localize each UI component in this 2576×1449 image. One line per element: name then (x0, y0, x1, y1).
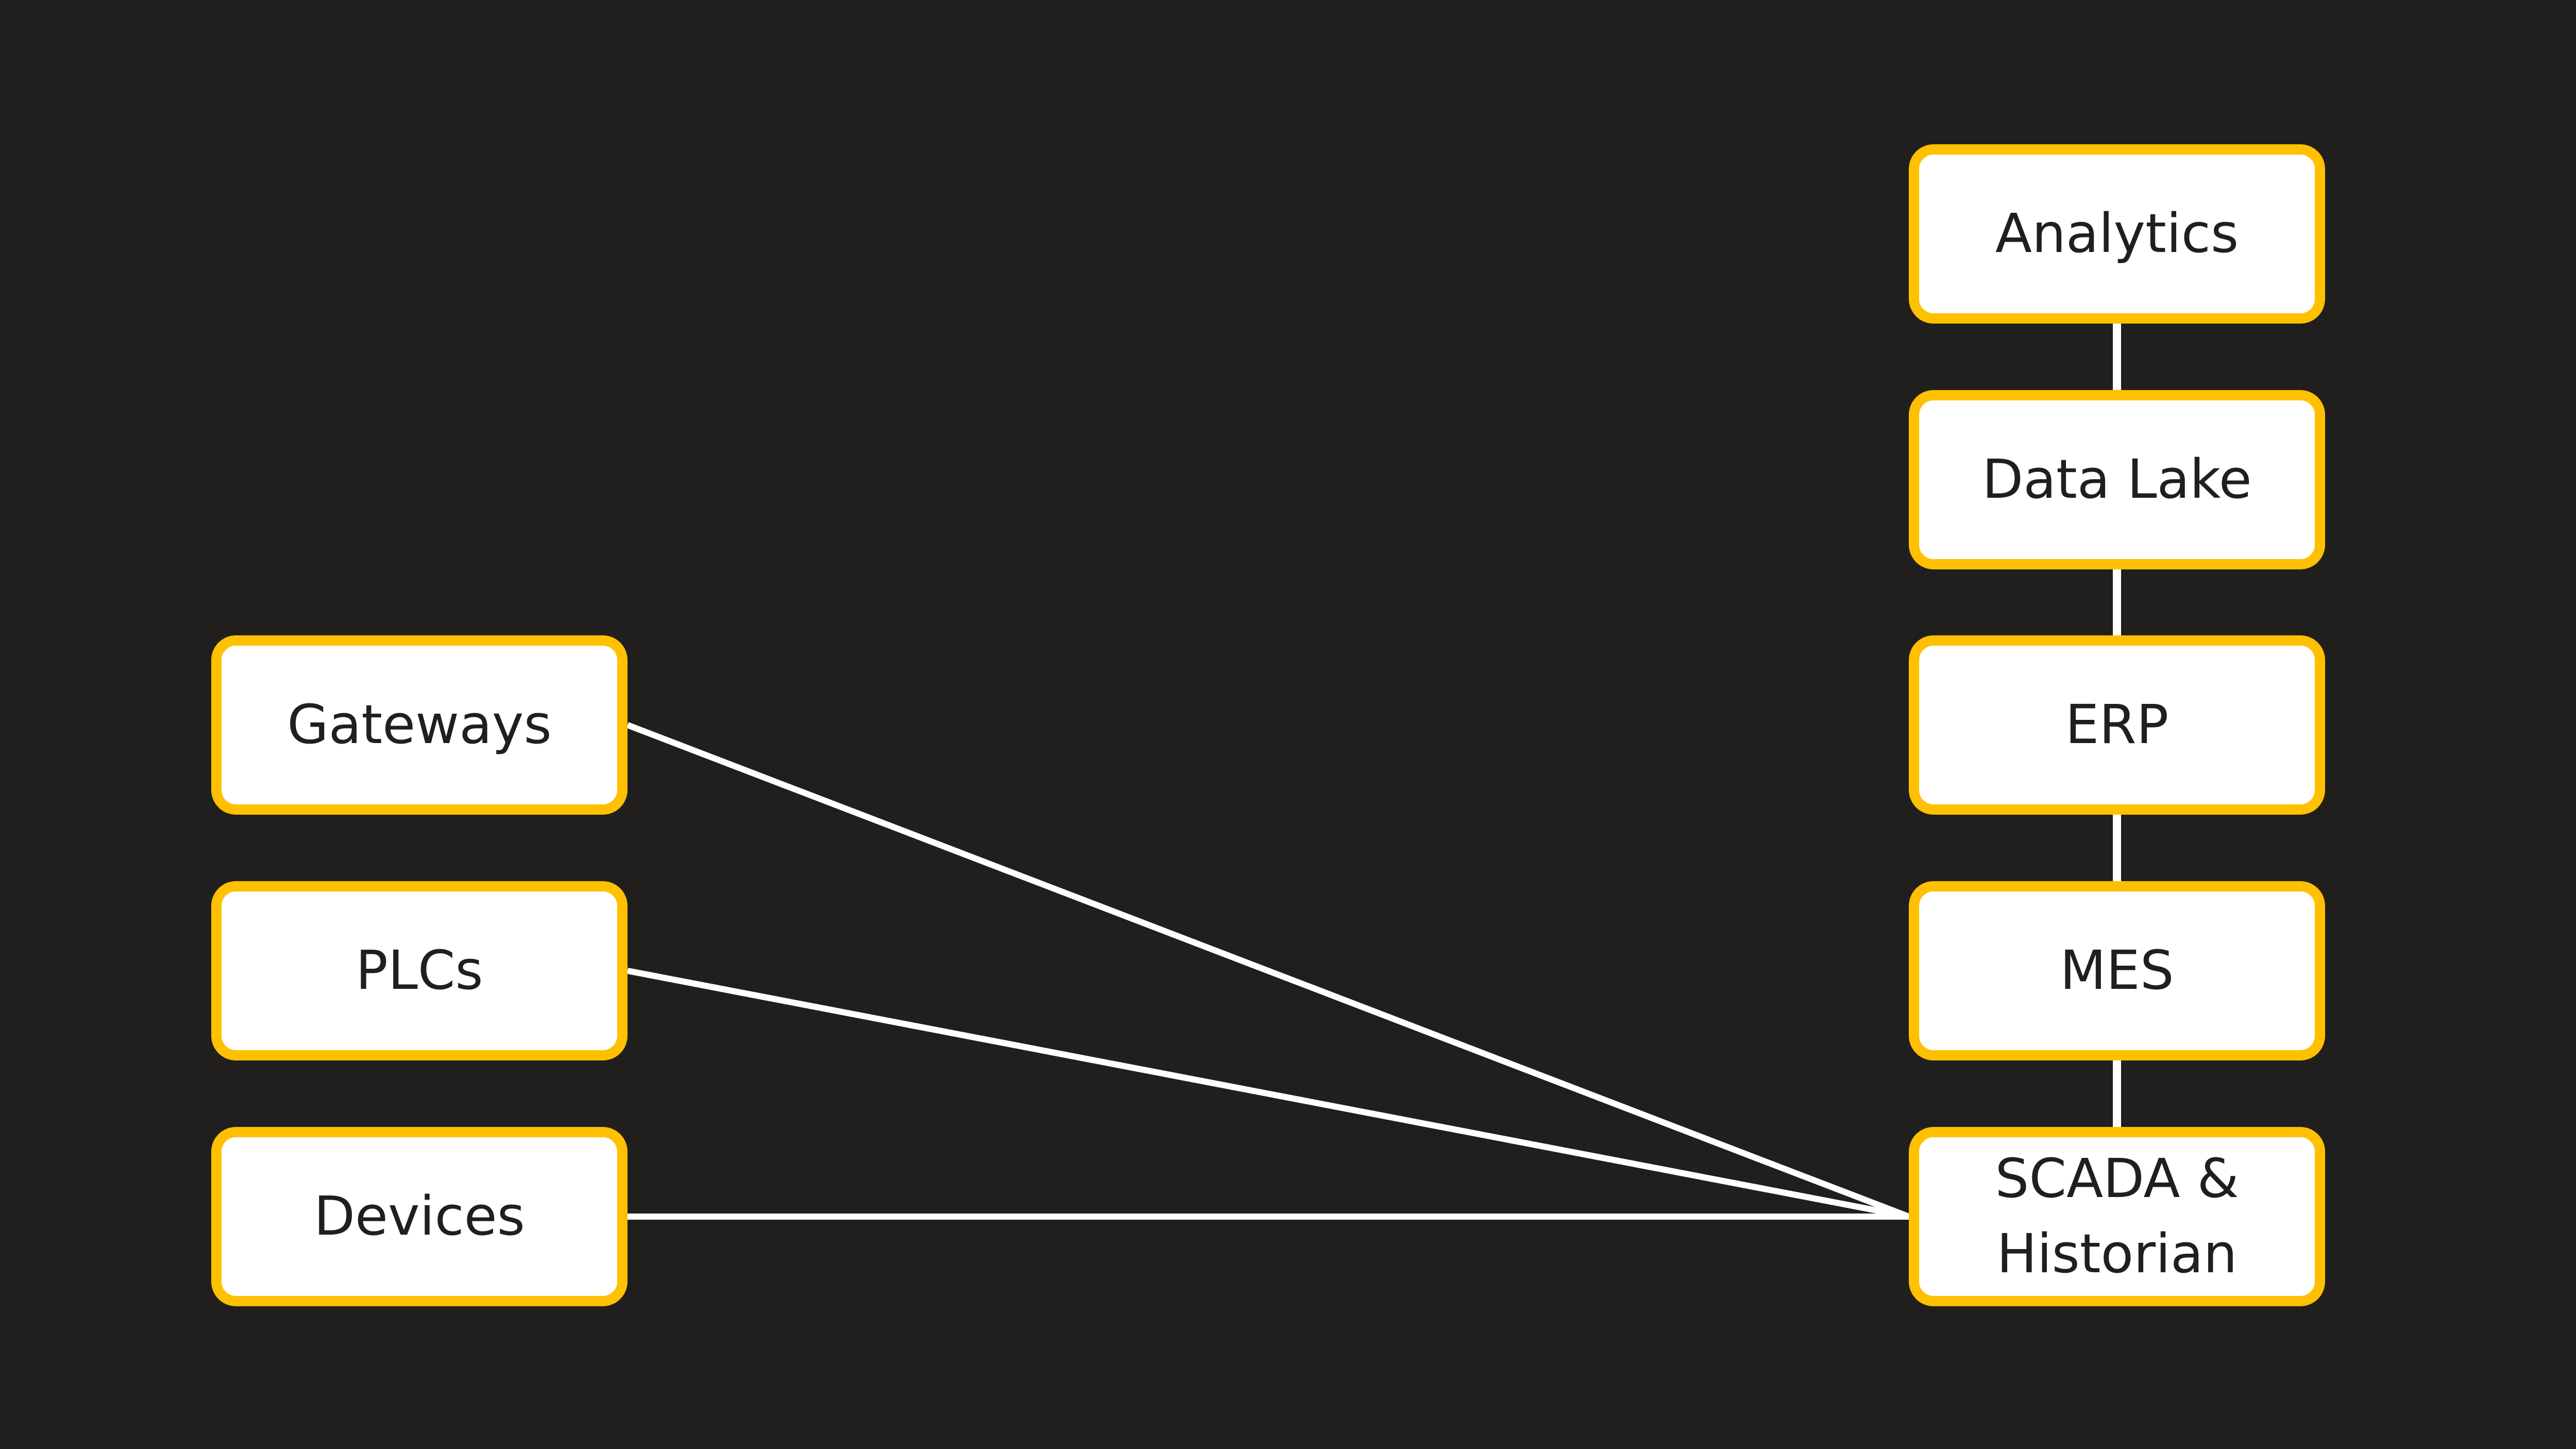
node-mes: MES (1909, 881, 2325, 1060)
node-data-lake: Data Lake (1909, 390, 2325, 569)
node-devices-label: Devices (314, 1185, 525, 1248)
node-scada-historian-label: SCADA & Historian (1995, 1147, 2239, 1285)
node-devices: Devices (211, 1127, 628, 1306)
node-mes-label: MES (2060, 939, 2174, 1002)
node-data-lake-label: Data Lake (1982, 448, 2252, 511)
node-erp-label: ERP (2065, 693, 2169, 756)
connector-plcs-scada (626, 968, 1910, 1220)
node-erp: ERP (1909, 635, 2325, 815)
connector-gateways-scada (626, 722, 1910, 1220)
node-scada-historian: SCADA & Historian (1909, 1127, 2325, 1306)
node-analytics: Analytics (1909, 144, 2325, 324)
node-plcs: PLCs (211, 881, 628, 1060)
node-gateways-label: Gateways (287, 693, 552, 756)
node-analytics-label: Analytics (1995, 202, 2239, 265)
node-gateways: Gateways (211, 635, 628, 815)
node-plcs-label: PLCs (355, 939, 483, 1002)
